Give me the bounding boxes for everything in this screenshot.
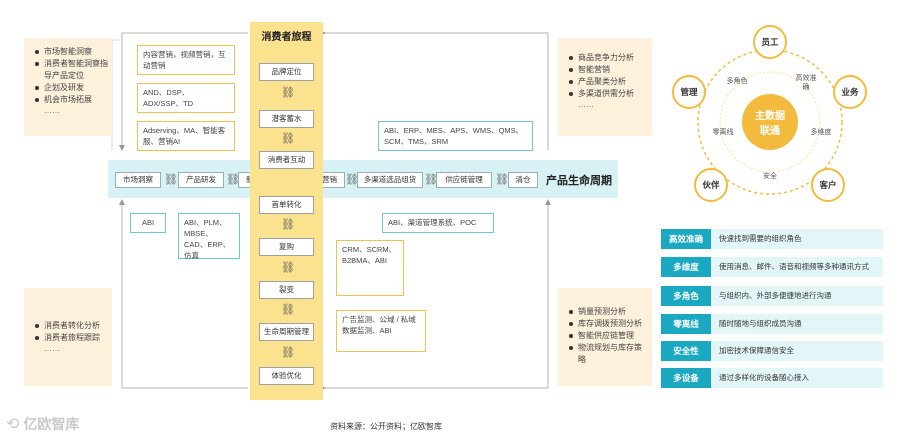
panel-item: 消费者转化分析	[35, 320, 108, 332]
panel-item: 产品聚类分析	[569, 76, 648, 88]
chain-link-icon: ⛓	[345, 174, 359, 186]
journey-step: 体验优化	[259, 367, 314, 385]
panel-item: 机会市场拓展	[35, 94, 108, 106]
panel-item: 消费者智能洞察指导产品定位	[35, 59, 108, 80]
ellipsis: ……	[44, 344, 60, 353]
panel-item: 智能供应链管理	[569, 330, 648, 342]
panel-item: 消费者旅程跟踪	[35, 332, 108, 344]
center-label-2: 联通	[760, 126, 780, 137]
lifecycle-title: 产品生命周期	[546, 175, 612, 187]
outer-node: 业务	[833, 75, 867, 109]
logo-text: 亿欧智库	[23, 416, 80, 432]
feature-title: 多角色	[661, 286, 711, 306]
logo-icon: ⟲	[6, 416, 20, 433]
bottom-left-panel: 消费者转化分析 消费者旅程跟踪 ……	[24, 288, 112, 386]
tool-box-rd-tools: ABI、PLM、MBSE、CAD、ERP、仿真	[178, 213, 240, 260]
inner-label: 高效准确	[795, 75, 817, 91]
feature-row: 多维度 使用消息、邮件、语音和视频等多种通讯方式	[661, 257, 883, 277]
chain-link-icon: ⛓	[281, 262, 295, 274]
panel-item: 企划及研发	[35, 82, 108, 94]
panel-item: 库存调拨预测分析	[569, 318, 648, 330]
journey-step: 首单转化	[259, 196, 314, 214]
feature-row: 高效准确 快速找到需要的组织角色	[661, 229, 883, 249]
chain-link-icon: ⛓	[281, 87, 295, 99]
panel-item: 多渠道供需分析	[569, 88, 648, 100]
feature-desc: 与组织内、外部多便捷地进行沟通	[719, 291, 832, 300]
journey-step: 消费者互动	[259, 151, 314, 169]
lifecycle-step: 供应链管理	[436, 172, 492, 188]
journey-step: 复购	[259, 238, 314, 256]
feature-row: 多角色 与组织内、外部多便捷地进行沟通	[661, 286, 883, 306]
feature-desc: 快速找到需要的组织角色	[719, 234, 802, 243]
chain-link-icon: ⛓	[281, 347, 295, 359]
inner-label: 安全	[763, 173, 777, 180]
journey-step: 生命周期管理	[259, 323, 314, 341]
feature-row: 多设备 通过多样化的设备随心接入	[661, 368, 883, 388]
chain-link-icon: ⛓	[281, 133, 295, 145]
inner-label: 多角色	[726, 78, 748, 85]
feature-row: 零离线 随时随地与组织成员沟通	[661, 314, 883, 334]
journey-step: 裂变	[259, 281, 314, 299]
tool-box-crm: CRM、SCRM、B2BMA、ABI	[336, 240, 404, 296]
bottom-right-panel: 销量预测分析 库存调拨预测分析 智能供应链管理 物流规划与库存策略	[558, 288, 652, 386]
chain-link-icon: ⛓	[495, 174, 509, 186]
journey-step: 潜客蓄水	[259, 110, 314, 128]
panel-item: 商品竞争力分析	[569, 52, 648, 64]
master-data-center: 主数据 联通	[742, 94, 798, 150]
inner-label: 零离线	[712, 129, 734, 136]
tool-box-erp-systems: ABI、ERP、MES、APS、WMS、QMS、SCM、TMS、SRM	[378, 121, 533, 151]
lifecycle-step: 多渠道选品组货	[357, 172, 423, 188]
brand-logo: ⟲ 亿欧智库	[6, 414, 79, 434]
chain-link-icon: ⛓	[226, 174, 240, 186]
panel-item: 智能营销	[569, 64, 648, 76]
ellipsis: ……	[44, 106, 60, 115]
tool-box-marketing-1: 内容营销，视频营销，互动营销	[137, 45, 235, 75]
outer-node: 客户	[811, 168, 845, 202]
feature-title: 多维度	[661, 257, 711, 277]
panel-item: 销量预测分析	[569, 306, 648, 318]
chain-link-icon: ⛓	[164, 174, 178, 186]
feature-title: 零离线	[661, 314, 711, 334]
center-label-1: 主数据	[755, 111, 785, 122]
panel-item: 市场智能洞察	[35, 46, 108, 58]
chain-link-icon: ⛓	[281, 304, 295, 316]
panel-item: 物流规划与库存策略	[569, 342, 648, 366]
source-note: 资料来源：公开资料；亿欧智库	[330, 422, 442, 431]
lifecycle-step: 市场洞察	[115, 172, 161, 188]
inner-label: 多维度	[810, 129, 832, 136]
top-left-panel: 市场智能洞察 消费者智能洞察指导产品定位 企划及研发 机会市场拓展 ……	[24, 38, 112, 136]
ellipsis: ……	[578, 100, 594, 109]
tool-box-ads: 广告监测、公域 / 私域数据监测、ABI	[336, 310, 426, 352]
tool-box-abi: ABI	[130, 213, 166, 233]
top-right-panel: 商品竞争力分析 智能营销 产品聚类分析 多渠道供需分析 ……	[558, 38, 652, 136]
feature-desc: 通过多样化的设备随心接入	[719, 373, 809, 382]
outer-node: 管理	[672, 75, 706, 109]
lifecycle-step: 产品研发	[178, 172, 224, 188]
outer-node: 员工	[753, 25, 787, 59]
feature-title: 高效准确	[661, 229, 711, 249]
journey-step: 品牌定位	[259, 63, 314, 81]
feature-desc: 使用消息、邮件、语音和视频等多种通讯方式	[719, 262, 869, 271]
outer-node: 伙伴	[694, 168, 728, 202]
lifecycle-step: 清仓	[508, 172, 538, 188]
feature-desc: 随时随地与组织成员沟通	[719, 319, 802, 328]
tool-box-channel: ABI、渠道管理系统、POC	[382, 213, 494, 233]
chain-link-icon: ⛓	[424, 174, 438, 186]
journey-title: 消费者旅程	[261, 32, 312, 43]
tool-box-marketing-2: AND、DSP、ADX/SSP、TD	[137, 83, 235, 113]
feature-row: 安全性 加密技术保障通信安全	[661, 341, 883, 361]
feature-desc: 加密技术保障通信安全	[719, 346, 794, 355]
chain-link-icon: ⛓	[281, 219, 295, 231]
feature-title: 安全性	[661, 341, 711, 361]
tool-box-marketing-3: Adserving、MA、智能客服、营销AI	[137, 121, 235, 151]
feature-title: 多设备	[661, 368, 711, 388]
